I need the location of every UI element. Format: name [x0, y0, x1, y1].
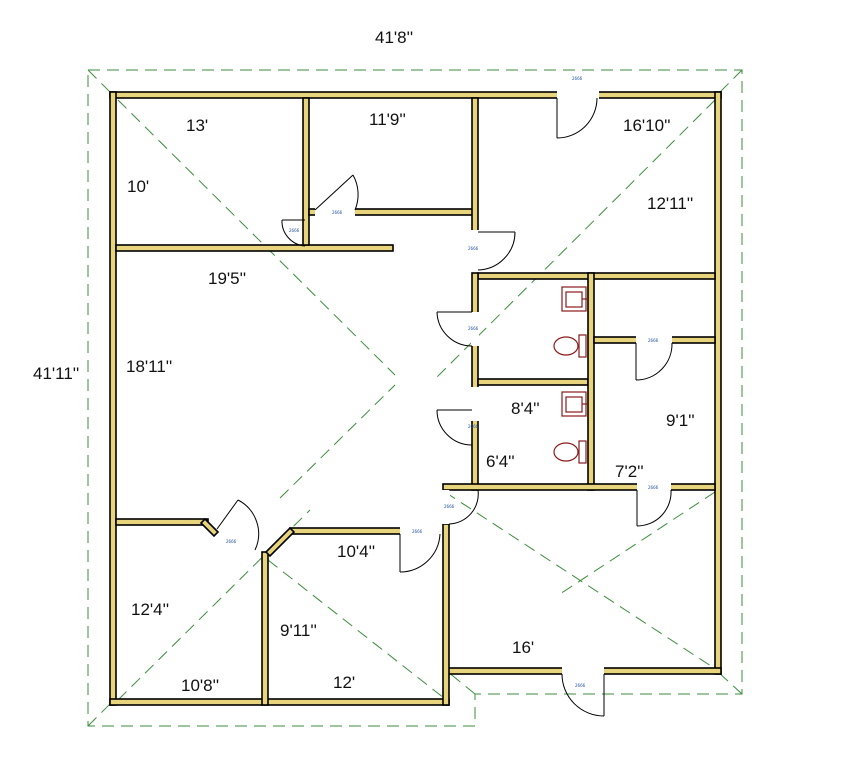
- door-bottom-left: 2666: [216, 499, 260, 551]
- main-room-width-label: 19'5'': [208, 269, 247, 288]
- door-lower-right: 2666: [636, 483, 672, 527]
- bottom-middle-width-label: 12': [333, 673, 356, 692]
- svg-text:2666: 2666: [648, 485, 659, 490]
- bottom-right-width-label: 16': [512, 638, 535, 657]
- toilet-icon: [553, 440, 587, 464]
- svg-text:2666: 2666: [332, 210, 343, 215]
- svg-text:2666: 2666: [226, 539, 237, 544]
- overall-width-label: 41'8'': [375, 28, 414, 47]
- door-bottom-middle: 2666: [399, 527, 441, 573]
- svg-text:2666: 2666: [648, 338, 659, 343]
- main-room-depth-label: 18'11'': [126, 357, 173, 376]
- restroom-width-label: 6'4'': [486, 452, 515, 471]
- svg-text:2666: 2666: [468, 326, 479, 331]
- top-right-depth-label: 12'11'': [647, 194, 694, 213]
- sink-icon: [561, 391, 587, 417]
- overall-depth-label: 41'11'': [33, 364, 80, 383]
- toilet-icon: [553, 334, 587, 358]
- bottom-middle-door-side-label: 10'4'': [337, 542, 376, 561]
- svg-text:2666: 2666: [468, 424, 479, 429]
- door-restroom-1: 2666: [436, 311, 479, 347]
- bottom-left-width-label: 10'8'': [181, 676, 220, 695]
- roof-outline: [87, 69, 743, 727]
- svg-text:2666: 2666: [575, 683, 586, 688]
- restroom-depth-label: 8'4'': [511, 399, 540, 418]
- door-exterior-bottom: 2666: [561, 667, 605, 717]
- room-diagonals: [117, 99, 716, 701]
- svg-text:2666: 2666: [468, 246, 479, 251]
- top-right-width-label: 16'10'': [623, 116, 671, 135]
- svg-text:2666: 2666: [572, 76, 583, 81]
- restroom-fixtures: [553, 286, 587, 464]
- bottom-left-depth-label: 12'4'': [131, 600, 170, 619]
- top-middle-width-label: 11'9'': [369, 110, 406, 129]
- door-restroom-2: 2666: [436, 387, 479, 446]
- svg-text:2666: 2666: [444, 504, 455, 509]
- svg-text:2666: 2666: [289, 228, 300, 233]
- door-top-left: 2666: [281, 219, 306, 247]
- right-middle-width-label: 7'2'': [615, 462, 644, 481]
- door-lower-divider: 2666: [442, 489, 479, 525]
- top-left-depth-label: 10': [127, 177, 150, 196]
- walls: [109, 91, 722, 706]
- bottom-middle-depth-label: 9'11'': [280, 621, 317, 640]
- top-left-width-label: 13': [186, 116, 209, 135]
- svg-text:2666: 2666: [412, 529, 423, 534]
- sink-icon: [561, 286, 587, 312]
- door-top-middle: 2666: [314, 174, 359, 216]
- door-right-middle: 2666: [635, 336, 673, 381]
- doors: 2666 2666 2666 2666 2666: [216, 76, 673, 717]
- door-top-right: 2666: [556, 76, 599, 139]
- right-middle-depth-label: 9'1'': [666, 411, 695, 430]
- door-main-to-top-right: 2666: [468, 230, 516, 271]
